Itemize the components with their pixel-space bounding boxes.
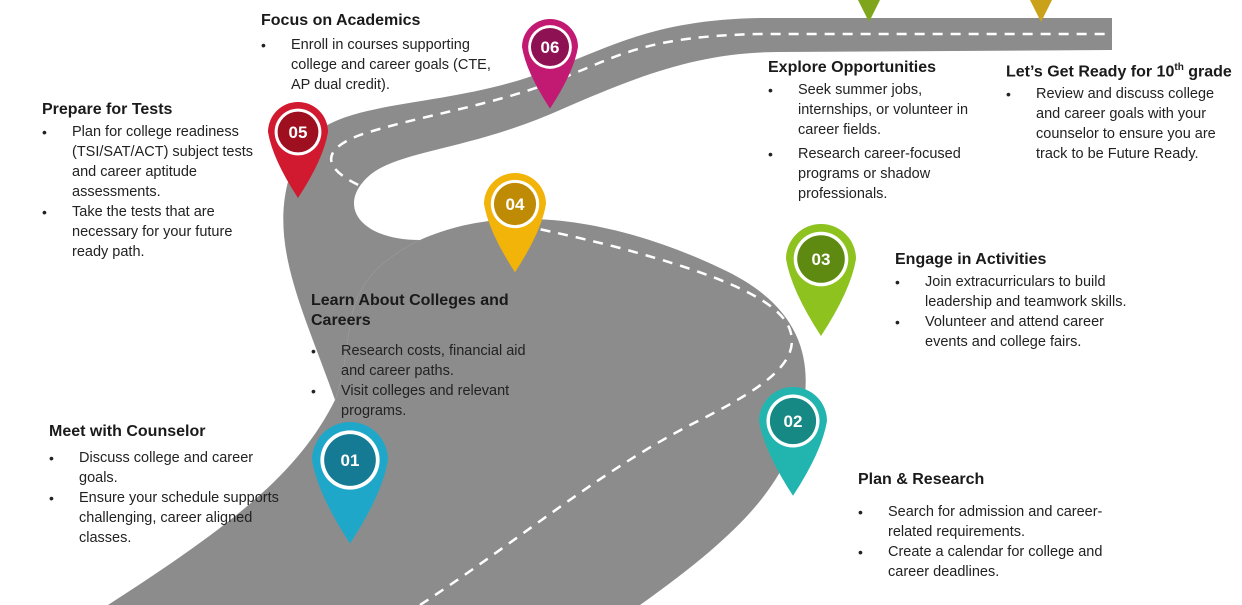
- step-bullets: Plan for college readiness (TSI/SAT/ACT)…: [42, 122, 267, 262]
- pin-center: [769, 397, 817, 445]
- step-title: Let’s Get Ready for 10th grade: [1006, 58, 1238, 82]
- bullet: Review and discuss college and career go…: [1006, 84, 1238, 164]
- pin-number: 06: [541, 38, 560, 57]
- bullet: Search for admission and career-related …: [858, 502, 1108, 542]
- bullet: Ensure your schedule supports challengin…: [49, 488, 289, 548]
- pin-center: [493, 182, 537, 226]
- bullet: Research career-focused programs or shad…: [768, 144, 998, 204]
- step-bullets: Seek summer jobs, internships, or volunt…: [768, 80, 998, 204]
- step-title: Explore Opportunities: [768, 59, 937, 76]
- step-bullets: Discuss college and career goals. Ensure…: [49, 448, 289, 548]
- bullet: Seek summer jobs, internships, or volunt…: [768, 80, 998, 140]
- step-title: Learn About Colleges and Careers: [311, 292, 509, 329]
- step-get-ready-10th: Let’s Get Ready for 10th grade Review an…: [1006, 58, 1238, 164]
- step-bullets: Enroll in courses supporting college and…: [261, 35, 511, 95]
- bullet: Visit colleges and relevant programs.: [311, 381, 541, 421]
- pin-number: 05: [289, 123, 308, 142]
- pin-marker-02: 02: [759, 387, 827, 496]
- pin-number: 03: [812, 250, 831, 269]
- pin-number: 01: [341, 451, 360, 470]
- title-main: Let’s Get Ready for 10: [1006, 63, 1175, 81]
- bullet: Create a calendar for college and career…: [858, 542, 1108, 582]
- step-02: Plan & Research Search for admission and…: [858, 470, 1108, 582]
- step-explore-opportunities: Explore Opportunities Seek summer jobs, …: [768, 58, 998, 204]
- step-bullets: Research costs, financial aid and career…: [311, 341, 541, 421]
- step-06: Focus on Academics Enroll in courses sup…: [261, 11, 511, 95]
- pin-center: [797, 235, 845, 283]
- bullet: Take the tests that are necessary for yo…: [42, 202, 267, 262]
- pin-number: 04: [506, 195, 525, 214]
- step-03: Engage in Activities Join extracurricula…: [895, 250, 1140, 352]
- step-04: Learn About Colleges and Careers Researc…: [311, 291, 571, 421]
- pin-marker-01: 01: [312, 422, 388, 544]
- bullet: Enroll in courses supporting college and…: [261, 35, 511, 95]
- pin-marker-03: 03: [786, 224, 856, 336]
- pin-marker-05: 05: [268, 102, 328, 198]
- pin-center: [324, 434, 376, 486]
- title-end: grade: [1183, 63, 1232, 81]
- bullet: Join extracurriculars to build leadershi…: [895, 272, 1140, 312]
- road-upper-curve: [283, 18, 1112, 400]
- step-05: Prepare for Tests Plan for college readi…: [42, 100, 267, 262]
- step-title: Focus on Academics: [261, 12, 421, 29]
- bullet: Discuss college and career goals.: [49, 448, 289, 488]
- pin-marker-04: 04: [484, 173, 546, 273]
- step-title: Prepare for Tests: [42, 101, 173, 118]
- step-bullets: Join extracurriculars to build leadershi…: [895, 272, 1140, 352]
- bullet: Research costs, financial aid and career…: [311, 341, 541, 381]
- pin-top-1: [858, 0, 880, 22]
- title-sup: th: [1174, 62, 1184, 73]
- step-title: Plan & Research: [858, 471, 985, 488]
- pin-center: [530, 27, 570, 67]
- pin-number: 02: [784, 412, 803, 431]
- pin-top-2: [1030, 0, 1052, 22]
- step-bullets: Review and discuss college and career go…: [1006, 84, 1238, 164]
- step-01: Meet with Counselor Discuss college and …: [49, 422, 289, 548]
- pin-marker-06: 06: [522, 19, 578, 109]
- bullet: Volunteer and attend career events and c…: [895, 312, 1140, 352]
- step-title: Engage in Activities: [895, 251, 1047, 268]
- bullet: Plan for college readiness (TSI/SAT/ACT)…: [42, 122, 267, 202]
- pin-center: [277, 111, 319, 153]
- step-title: Meet with Counselor: [49, 423, 206, 440]
- step-bullets: Search for admission and career-related …: [858, 502, 1108, 582]
